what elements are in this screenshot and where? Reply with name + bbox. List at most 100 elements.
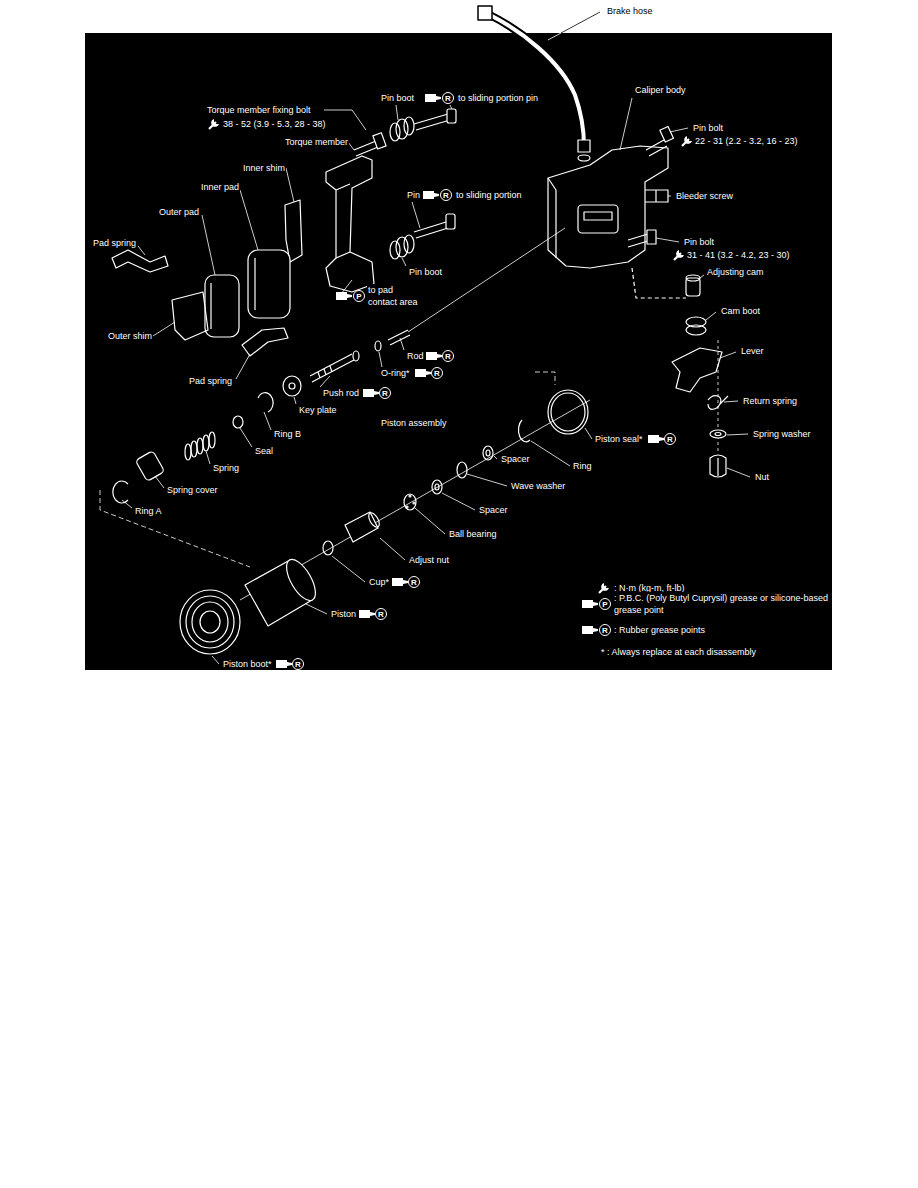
legend-text: : Rubber grease points <box>613 624 706 636</box>
grease-letter: R <box>602 626 608 635</box>
pin-bolt <box>628 230 656 247</box>
wave-washer <box>457 462 467 478</box>
part-label: Piston seal* <box>594 433 644 445</box>
background-panel <box>85 33 832 670</box>
legend-text: : P.B.C. (Poly Butyl Cuprysil) grease or… <box>613 592 830 616</box>
seal <box>233 416 243 428</box>
grease-note: to pad contact area <box>367 284 421 308</box>
adjust-nut <box>345 511 381 542</box>
fixing-bolt <box>354 133 386 156</box>
part-label: Nut <box>754 471 770 483</box>
outer-shim <box>172 292 208 340</box>
piston-seal <box>548 390 588 434</box>
grease-letter: R <box>667 435 673 444</box>
part-label: Ring A <box>134 505 163 517</box>
key-plate <box>283 376 301 396</box>
spacer <box>432 480 442 494</box>
part-label: Wave washer <box>510 480 566 492</box>
spacer <box>483 446 493 460</box>
part-label: Pin <box>406 189 421 201</box>
outer-pad <box>205 275 239 337</box>
part-label: Pin boot <box>408 266 443 278</box>
part-label: Pad spring <box>188 375 233 387</box>
nut <box>710 455 726 477</box>
part-label: Spring <box>212 462 240 474</box>
part-label: Outer pad <box>158 206 200 218</box>
part-label: Caliper body <box>634 84 687 96</box>
part-label: Lever <box>740 345 765 357</box>
part-label: Rod <box>406 350 425 362</box>
piston <box>245 555 321 626</box>
part-label: Spring washer <box>752 428 812 440</box>
grease-icon <box>276 94 664 668</box>
torque-spec: 31 - 41 (3.2 - 4.2, 23 - 30) <box>686 249 791 261</box>
grease-note: to sliding portion pin <box>457 92 539 104</box>
grease-letter: R <box>445 352 451 361</box>
part-label: Push rod <box>322 387 360 399</box>
torque-spec: 22 - 31 (2.2 - 3.2, 16 - 23) <box>694 135 799 147</box>
return-spring <box>708 396 728 410</box>
part-label: O-ring* <box>380 367 411 379</box>
pin <box>414 109 456 130</box>
part-label: Piston <box>330 608 357 620</box>
push-rod <box>310 351 359 382</box>
part-label: Piston assembly <box>380 417 448 429</box>
axis-line <box>408 228 565 332</box>
grease-letter: R <box>445 94 451 103</box>
torque-wrench-icon <box>209 119 692 593</box>
part-label: Pad spring <box>92 237 137 249</box>
pad-spring <box>112 250 168 272</box>
part-label: Outer shim <box>107 330 153 342</box>
grease-letter: R <box>411 578 417 587</box>
part-label: Torque member fixing bolt <box>206 104 312 116</box>
part-label: Key plate <box>298 404 338 416</box>
cup <box>323 541 333 555</box>
bracket-line <box>100 372 555 567</box>
rod <box>388 330 410 345</box>
ball-bearing <box>404 494 416 510</box>
part-label: Spacer <box>478 504 509 516</box>
part-label: Pin bolt <box>692 122 724 134</box>
leader-lines <box>122 12 750 664</box>
part-label: Ball bearing <box>448 528 498 540</box>
spring-cover <box>135 451 164 482</box>
part-label: Inner shim <box>242 162 286 174</box>
cam-boot <box>686 317 706 335</box>
inner-pad <box>248 250 290 318</box>
ring-a <box>113 481 128 503</box>
grease-letter: R <box>443 191 449 200</box>
piston-boot <box>180 590 240 654</box>
part-label: Pin bolt <box>683 236 715 248</box>
caliper-body <box>548 146 686 298</box>
part-label: Torque member <box>284 136 349 148</box>
grease-letter: R <box>378 610 384 619</box>
part-label: Cam boot <box>720 305 761 317</box>
grease-note: to sliding portion <box>455 189 523 201</box>
legend-text: * : Always replace at each disassembly <box>600 646 757 658</box>
o-ring <box>375 341 381 351</box>
adjusting-cam <box>686 275 700 296</box>
pad-spring <box>242 328 288 356</box>
part-label: Piston boot* <box>222 658 273 670</box>
ring <box>518 420 530 442</box>
part-label: Inner pad <box>200 181 240 193</box>
grease-letter: R <box>382 389 388 398</box>
grease-letter: P <box>356 292 361 301</box>
part-label: Cup* <box>368 576 390 588</box>
part-label: Brake hose <box>606 5 654 17</box>
part-label: Ring <box>572 460 593 472</box>
grease-letter: R <box>434 369 440 378</box>
part-label: Spacer <box>500 453 531 465</box>
part-label: Spring cover <box>166 484 219 496</box>
part-label: Adjusting cam <box>706 266 765 278</box>
spring <box>185 432 215 460</box>
part-label: Adjust nut <box>408 554 450 566</box>
part-label: Bleeder screw <box>675 190 734 202</box>
grease-letter: P <box>602 600 607 609</box>
pin-bolt <box>646 126 673 156</box>
torque-spec: 38 - 52 (3.9 - 5.3, 28 - 38) <box>222 118 327 130</box>
pin-boot <box>390 117 414 141</box>
part-label: Ring B <box>273 428 302 440</box>
part-label: Return spring <box>742 395 798 407</box>
pin <box>414 214 455 238</box>
